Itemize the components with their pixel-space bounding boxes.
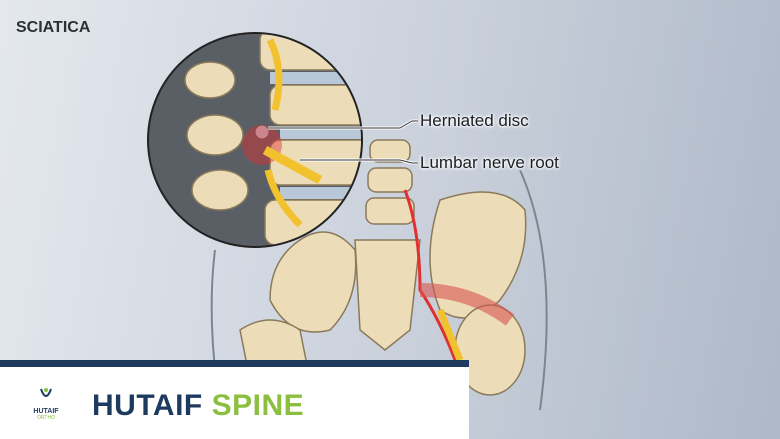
logo-subtext: ORTHO: [37, 415, 55, 421]
body-outline-right: [519, 169, 548, 411]
sciatic-nerve: [436, 308, 464, 362]
page-title: SCIATICA: [16, 19, 91, 36]
brand-name: HUTAIF SPINE: [92, 389, 304, 423]
herniated-disc: [254, 124, 270, 140]
lumbar-nerve-root: [262, 146, 323, 184]
hutaif-logo: HUTAIF ORTHO: [30, 387, 62, 421]
label-lumbar-nerve-root: Lumbar nerve root: [420, 153, 559, 172]
logo-text: HUTAIF: [33, 408, 59, 415]
label-herniated-disc: Herniated disc: [420, 111, 529, 130]
leader-line-nerve: [300, 159, 418, 164]
brand-part2: SPINE: [211, 389, 305, 422]
lumbar-spine: [365, 139, 415, 225]
leader-line-disc: [268, 120, 418, 129]
logo-figure-icon: [40, 388, 52, 397]
piriformis-muscle: [419, 283, 515, 326]
brand-part1: HUTAIF: [92, 389, 203, 422]
pelvis: [239, 191, 527, 396]
magnified-spine-inset: [147, 32, 363, 248]
footer-banner: HUTAIF ORTHO HUTAIF SPINE: [0, 360, 469, 439]
